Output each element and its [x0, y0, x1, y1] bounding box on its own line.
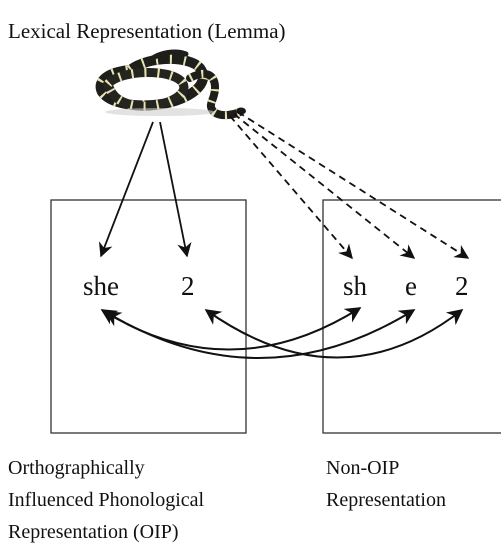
token-e: e — [405, 271, 417, 301]
arrow-lemma-to-sh — [230, 116, 352, 258]
non-oip-caption-line-2: Representation — [326, 489, 446, 511]
curve-she-e — [106, 310, 414, 358]
token-sh: sh — [343, 271, 368, 301]
oip-caption-line-2: Influenced Phonological — [8, 489, 204, 511]
arrow-lemma-to-she — [101, 122, 153, 256]
token-2-nonoip: 2 — [455, 271, 469, 301]
curve-she-sh — [102, 308, 360, 350]
lemma-title: Lexical Representation (Lemma) — [8, 19, 286, 43]
oip-caption-line-3: Representation (OIP) — [8, 521, 179, 543]
non-oip-box — [323, 200, 501, 433]
arrow-lemma-to-2-nonoip — [238, 112, 468, 258]
arrow-lemma-to-2-oip — [160, 122, 187, 256]
arrow-lemma-to-e — [234, 114, 414, 258]
token-she: she — [83, 271, 119, 301]
curve-2-2 — [206, 310, 462, 358]
token-2-oip: 2 — [181, 271, 195, 301]
oip-caption-line-1: Orthographically — [8, 457, 145, 479]
non-oip-caption-line-1: Non-OIP — [326, 457, 399, 479]
snake-image — [101, 52, 246, 116]
